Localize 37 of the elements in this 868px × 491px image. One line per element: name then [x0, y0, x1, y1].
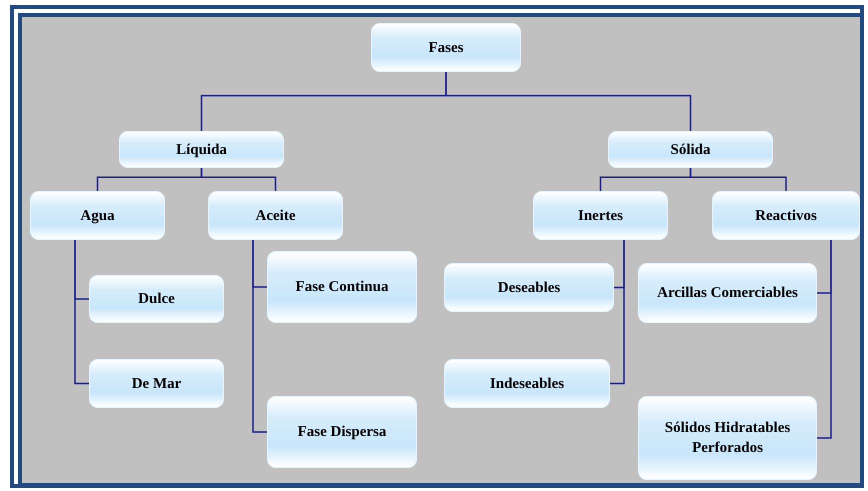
node-label: Sólida	[670, 140, 711, 160]
connector-line	[445, 72, 692, 131]
node-label: Fases	[428, 38, 464, 58]
rounded-box	[267, 396, 417, 468]
node-label: Fase Dispersa	[298, 423, 386, 442]
node-label: Sólidos Hidratables Perforados	[664, 419, 792, 458]
rounded-box	[89, 275, 224, 323]
node-label: Dulce	[138, 290, 175, 309]
rounded-box	[208, 191, 343, 240]
connector-line	[817, 240, 832, 439]
node-label: Líquida	[176, 140, 227, 160]
rounded-box	[371, 23, 521, 72]
rounded-box	[608, 131, 773, 168]
node-label: De Mar	[132, 374, 182, 394]
connector-line	[610, 240, 625, 384]
connector-line	[690, 168, 787, 191]
rounded-box	[638, 396, 817, 480]
connector-line	[200, 168, 276, 191]
connector-line	[252, 240, 267, 433]
node-label: Aceite	[256, 206, 296, 226]
node-label: Inertes	[578, 206, 623, 226]
rounded-box	[444, 359, 610, 408]
rounded-box	[119, 131, 284, 168]
node-label: Agua	[80, 206, 115, 226]
node-label: Arcillas Comerciables	[657, 284, 798, 303]
node-label: Deseables	[498, 278, 560, 298]
rounded-box	[444, 263, 614, 312]
rounded-box	[533, 191, 668, 240]
node-label: Fase Continua	[296, 278, 388, 297]
rounded-box	[267, 251, 417, 323]
node-label: Reactivos	[755, 206, 817, 226]
connector-line	[74, 240, 89, 384]
node-label: Indeseables	[490, 374, 564, 394]
rounded-box	[638, 263, 817, 323]
rounded-box	[712, 191, 860, 240]
rounded-box	[89, 359, 224, 408]
rounded-box	[30, 191, 165, 240]
